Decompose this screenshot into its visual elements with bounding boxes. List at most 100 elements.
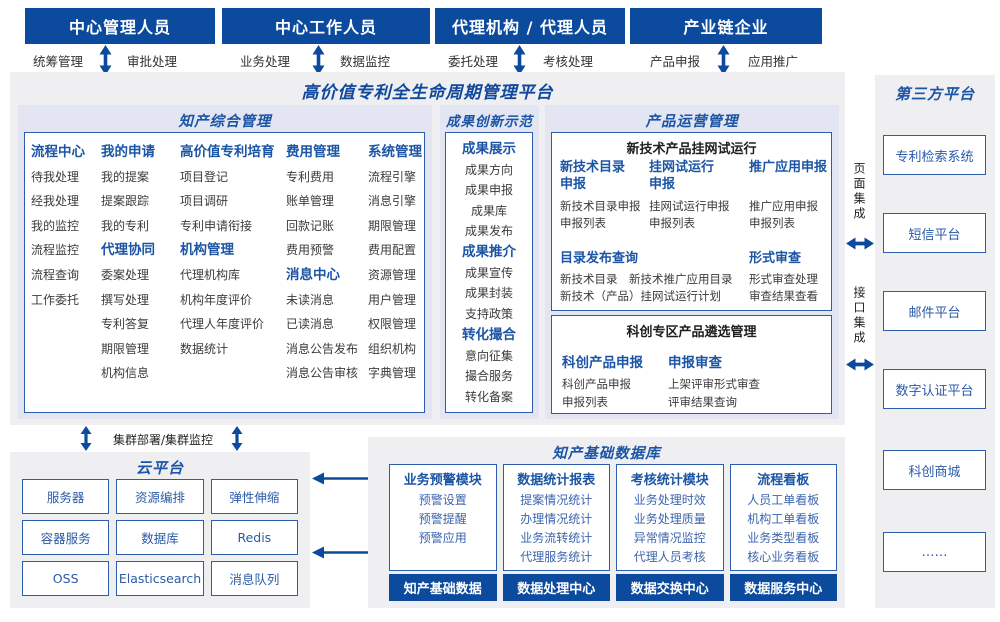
menu-item: 成果申报 bbox=[464, 183, 513, 198]
role-action-label: 委托处理 bbox=[448, 54, 499, 69]
menu-item: 经我处理 bbox=[31, 194, 80, 209]
menu-item: 人员工单看板 bbox=[747, 493, 820, 507]
third-party-box: 邮件平台 bbox=[883, 291, 986, 331]
third-party-title: 第三方平台 bbox=[894, 85, 975, 103]
role-action-label: 审批处理 bbox=[127, 54, 178, 69]
horizontal-double-arrow-icon bbox=[312, 546, 390, 559]
menu-column: 科创产品申报科创产品申报申报列表 bbox=[562, 354, 643, 411]
role-bar-center-managers: 中心管理人员 bbox=[25, 8, 215, 44]
menu-item: 流程看板 bbox=[757, 473, 810, 488]
db-layer-button: 数据交换中心 bbox=[616, 574, 724, 601]
menu-item: 我的专利 bbox=[101, 218, 150, 233]
menu-item: 期限管理 bbox=[101, 341, 150, 356]
db-module: 流程看板人员工单看板机构工单看板业务类型看板核心业务看板 bbox=[729, 464, 837, 571]
menu-item: 考核统计模块 bbox=[630, 473, 709, 488]
menu-item: 代理机构库 bbox=[180, 267, 241, 282]
menu-item: 转化备案 bbox=[464, 389, 513, 404]
subsection-title: 新技术产品挂网试运行 bbox=[626, 142, 757, 157]
menu-column: 申报审查上架评审形式审查评审结果查询 bbox=[668, 354, 760, 411]
menu-item: 撰写处理 bbox=[101, 292, 150, 307]
menu-item: 业务处理质量 bbox=[633, 512, 706, 526]
ip-database-panel: 知产基础数据库 业务预警模块预警设置预警提醒预警应用 数据统计报表提案情况统计办… bbox=[368, 437, 845, 608]
menu-item: 成果发布 bbox=[464, 223, 513, 238]
menu-item: 科创产品申报 bbox=[562, 355, 643, 371]
menu-item: 未读消息 bbox=[286, 292, 335, 307]
menu-item: 办理情况统计 bbox=[520, 512, 593, 526]
menu-item: 预警提醒 bbox=[418, 512, 467, 526]
menu-item: 用户管理 bbox=[368, 292, 417, 307]
role-action-label: 数据监控 bbox=[340, 54, 391, 69]
menu-item: 机构年度评价 bbox=[180, 292, 253, 307]
role-bar-center-staff: 中心工作人员 bbox=[222, 8, 430, 44]
menu-item: 新技术目录申报 bbox=[560, 199, 641, 213]
menu-item: 挂网试运行 申报 bbox=[649, 160, 715, 192]
cloud-service-box: 数据库 bbox=[116, 520, 204, 555]
section-title: 知产综合管理 bbox=[178, 114, 272, 130]
vertical-double-arrow-icon bbox=[99, 45, 112, 75]
horizontal-double-arrow-icon bbox=[846, 237, 874, 250]
db-module: 业务预警模块预警设置预警提醒预警应用 bbox=[389, 464, 497, 571]
menu-item: 成果方向 bbox=[464, 163, 513, 177]
menu-item: 流程监控 bbox=[31, 243, 80, 258]
menu-column: 成果展示成果方向成果申报成果库成果发布成果推介成果宣传成果封装支持政策转化撮合意… bbox=[446, 138, 532, 407]
menu-column: 我的申请我的提案提案跟踪我的专利代理协同委案处理撰写处理专利答复期限管理机构信息 bbox=[101, 140, 155, 386]
cloud-service-box: 消息队列 bbox=[210, 561, 298, 596]
menu-column: 新技术目录 申报新技术目录申报申报列表 bbox=[560, 159, 641, 232]
menu-item: 核心业务看板 bbox=[747, 550, 820, 564]
menu-item: 代理人年度评价 bbox=[180, 317, 265, 332]
menu-item: 消息公告审核 bbox=[286, 366, 359, 381]
cloud-service-box: 弹性伸缩 bbox=[210, 479, 298, 514]
db-module-grid: 业务预警模块预警设置预警提醒预警应用 数据统计报表提案情况统计办理情况统计业务流… bbox=[389, 464, 837, 571]
menu-item: 挂网试运行申报 bbox=[649, 199, 730, 213]
menu-item: 评审结果查询 bbox=[668, 394, 737, 409]
menu-item: 我的申请 bbox=[101, 144, 155, 160]
menu-item: 异常情况监控 bbox=[633, 531, 706, 545]
menu-item: 系统管理 bbox=[368, 144, 422, 160]
menu-item: 提案情况统计 bbox=[520, 493, 593, 507]
subsection-title: 科创专区产品遴选管理 bbox=[626, 325, 757, 340]
menu-item: 委案处理 bbox=[101, 267, 150, 282]
menu-item: 我的提案 bbox=[101, 169, 150, 184]
cloud-service-box: 服务器 bbox=[22, 479, 110, 514]
ip-management-box: 流程中心待我处理经我处理我的监控流程监控流程查询工作委托 我的申请我的提案提案跟… bbox=[24, 132, 425, 413]
menu-item: 消息引擎 bbox=[368, 194, 417, 209]
db-layer-button: 知产基础数据 bbox=[389, 574, 497, 601]
menu-item: 申报列表 bbox=[649, 216, 695, 230]
cluster-deploy-label: 集群部署/集群监控 bbox=[113, 433, 214, 447]
menu-item: 成果推介 bbox=[462, 244, 516, 261]
cloud-service-box: OSS bbox=[22, 561, 110, 596]
menu-item: 字典管理 bbox=[368, 366, 417, 381]
new-tech-trial-box: 新技术产品挂网试运行 新技术目录 申报新技术目录申报申报列表 挂网试运行 申报挂… bbox=[551, 132, 832, 311]
cloud-service-box: Elasticsearch bbox=[116, 561, 204, 596]
vertical-double-arrow-icon bbox=[717, 45, 730, 75]
role-action-label: 产品申报 bbox=[650, 54, 701, 69]
menu-item: 业务类型看板 bbox=[747, 531, 820, 545]
platform-panel: 高价值专利全生命周期管理平台 知产综合管理 流程中心待我处理经我处理我的监控流程… bbox=[10, 72, 845, 425]
menu-item: 形式审查处理 bbox=[749, 272, 818, 286]
menu-item: 业务流转统计 bbox=[520, 531, 593, 545]
menu-item: 成果宣传 bbox=[464, 266, 513, 281]
menu-item: 账单管理 bbox=[286, 194, 335, 209]
role-bar-agents: 代理机构 / 代理人员 bbox=[435, 8, 625, 44]
menu-item: 代理服务统计 bbox=[520, 550, 593, 564]
cloud-service-box: 资源编排 bbox=[116, 479, 204, 514]
menu-item: 数据统计 bbox=[180, 341, 229, 356]
menu-item: 我的监控 bbox=[31, 218, 80, 233]
menu-column: 高价值专利培育项目登记项目调研专利申请衔接机构管理代理机构库机构年度评价代理人年… bbox=[180, 140, 275, 361]
menu-item: 推广应用申报 bbox=[749, 160, 828, 175]
menu-item: 资源管理 bbox=[368, 267, 417, 282]
db-module: 数据统计报表提案情况统计办理情况统计业务流转统计代理服务统计 bbox=[502, 464, 610, 571]
menu-item: 流程引擎 bbox=[368, 169, 417, 184]
horizontal-double-arrow-icon bbox=[846, 358, 874, 371]
menu-item: 撮合服务 bbox=[464, 369, 513, 384]
vertical-double-arrow-icon bbox=[80, 426, 92, 451]
menu-item: 项目调研 bbox=[180, 194, 229, 209]
menu-item: 上架评审形式审查 bbox=[668, 377, 760, 391]
menu-item: 代理协同 bbox=[101, 242, 155, 259]
menu-item: 目录发布查询 bbox=[560, 251, 639, 266]
menu-item: 支持政策 bbox=[464, 306, 513, 321]
menu-item: 专利申请衔接 bbox=[180, 218, 253, 233]
menu-item: 待我处理 bbox=[31, 169, 80, 184]
left-arrow-icon bbox=[312, 472, 390, 485]
